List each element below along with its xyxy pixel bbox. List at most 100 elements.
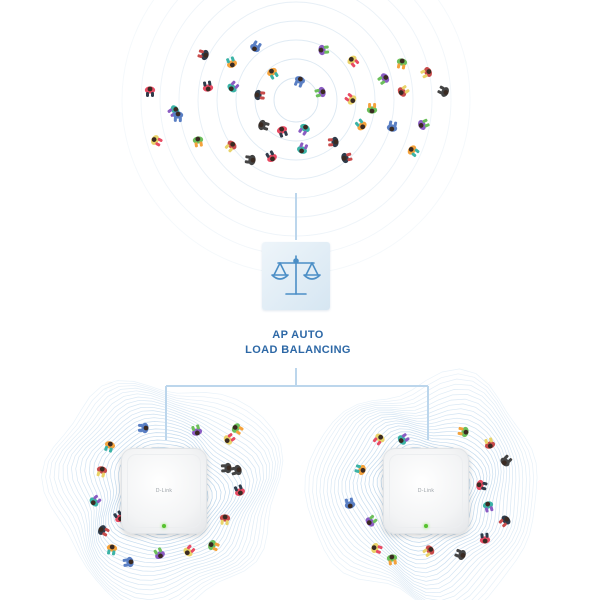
- person-figure: [276, 126, 288, 138]
- person-figure: [482, 501, 494, 513]
- person-figure: [197, 49, 209, 61]
- person-figure: [372, 433, 385, 446]
- person-figure: [354, 118, 367, 131]
- person-figure: [258, 119, 270, 131]
- person-figure: [344, 497, 356, 509]
- coverage-contour: [66, 396, 267, 591]
- person-figure: [422, 545, 435, 557]
- coverage-contour: [62, 393, 271, 596]
- crowd-people: [89, 40, 513, 568]
- coverage-contour: [304, 368, 538, 600]
- person-figure: [386, 554, 398, 566]
- person-figure: [365, 514, 378, 527]
- coverage-contour: [105, 428, 235, 552]
- access-point-right: D-Link: [383, 448, 469, 534]
- person-figure: [314, 86, 326, 98]
- person-figure: [106, 544, 118, 556]
- connector-lines: [165, 193, 429, 440]
- person-figure: [153, 547, 165, 560]
- coverage-contour: [45, 382, 281, 600]
- coverage-contour: [110, 435, 226, 545]
- person-figure: [97, 525, 110, 537]
- coverage-contour: [79, 406, 258, 577]
- person-figure: [366, 102, 378, 114]
- person-figure: [224, 140, 237, 153]
- person-figure: [298, 123, 310, 136]
- coverage-contour: [312, 378, 531, 600]
- person-figure: [397, 433, 410, 445]
- coverage-contour: [97, 421, 242, 560]
- person-figure: [191, 424, 203, 436]
- coverage-contour: [337, 413, 508, 586]
- person-figure: [202, 80, 214, 92]
- access-point-left-brand: D-Link: [155, 488, 173, 494]
- person-figure: [407, 145, 420, 158]
- person-figure: [192, 136, 204, 148]
- signal-ring: [197, 1, 395, 199]
- person-figure: [219, 514, 231, 526]
- coverage-contour: [107, 432, 231, 549]
- person-figure: [294, 76, 306, 88]
- coverage-contour: [308, 373, 534, 600]
- person-figure: [233, 484, 245, 496]
- person-figure: [89, 494, 102, 507]
- load-balancing-box: [262, 242, 330, 310]
- person-figure: [122, 556, 134, 568]
- person-figure: [500, 454, 513, 467]
- coverage-contour: [49, 385, 279, 600]
- right-coverage-contours: [304, 368, 538, 600]
- person-figure: [104, 441, 116, 453]
- person-figure: [457, 426, 469, 438]
- person-figure: [137, 422, 149, 434]
- coverage-contour: [58, 390, 274, 600]
- coverage-contour: [319, 389, 524, 600]
- person-figure: [347, 55, 360, 68]
- person-figure: [231, 423, 244, 435]
- person-figure: [377, 73, 390, 85]
- coverage-contour: [71, 399, 264, 586]
- coverage-contour: [323, 394, 520, 600]
- person-figure: [371, 542, 383, 554]
- person-figure: [479, 532, 491, 544]
- coverage-contour: [368, 437, 485, 552]
- caption-line-1: AP AUTO: [272, 329, 324, 341]
- diagram-caption: AP AUTO LOAD BALANCING: [200, 328, 396, 358]
- person-figure: [144, 86, 156, 97]
- coverage-contour: [326, 398, 517, 598]
- balance-scale-icon: [271, 255, 321, 295]
- person-figure: [297, 142, 309, 154]
- person-figure: [354, 464, 366, 476]
- coverage-contour: [75, 403, 261, 581]
- access-point-right-led: [424, 524, 428, 528]
- person-figure: [498, 515, 511, 528]
- coverage-contour: [334, 408, 510, 590]
- access-point-left-led: [162, 524, 166, 528]
- person-figure: [244, 154, 256, 166]
- person-figure: [227, 80, 240, 93]
- coverage-contour: [53, 387, 276, 600]
- person-figure: [484, 437, 496, 449]
- person-figure: [223, 433, 236, 445]
- signal-ring: [178, 0, 414, 218]
- person-figure: [420, 67, 432, 79]
- person-figure: [386, 120, 398, 132]
- person-figure: [254, 89, 266, 101]
- access-point-right-brand: D-Link: [417, 488, 435, 494]
- person-figure: [208, 540, 220, 552]
- person-figure: [418, 118, 430, 130]
- person-figure: [172, 111, 184, 123]
- coverage-contour: [41, 380, 284, 600]
- person-figure: [96, 466, 108, 478]
- coverage-contour: [360, 431, 491, 561]
- person-figure: [150, 135, 163, 147]
- person-figure: [220, 462, 232, 474]
- signal-ring: [254, 58, 338, 142]
- person-figure: [397, 85, 410, 97]
- person-figure: [344, 93, 357, 105]
- person-figure: [183, 544, 196, 557]
- coverage-contour: [330, 403, 513, 594]
- person-figure: [476, 479, 488, 491]
- coverage-contour: [112, 439, 222, 542]
- coverage-contour: [364, 434, 488, 556]
